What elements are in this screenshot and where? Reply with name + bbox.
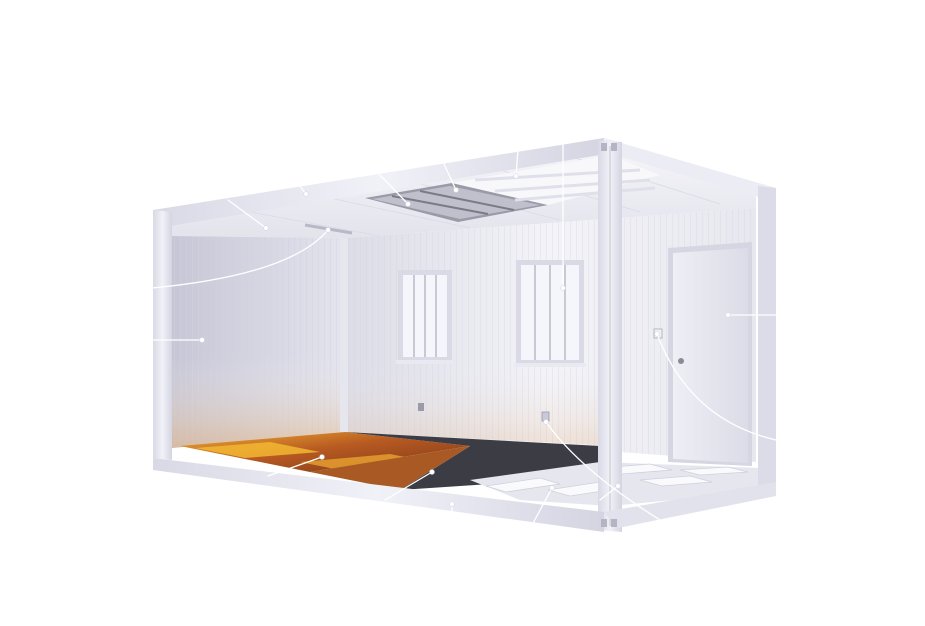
leader-roof-insulation: [379, 174, 409, 205]
callout-dot-floor-base-board: [615, 483, 621, 489]
top-frame-end-rail: [604, 138, 776, 202]
callout-dot-corner-post: [325, 227, 331, 233]
leader-roof-beam: [443, 163, 457, 191]
callout-group: [151, 139, 777, 526]
callout-dot-roof-purlin: [513, 173, 519, 179]
callout-dot-ceiling-light: [263, 225, 269, 231]
corner-castings: [601, 143, 617, 527]
leader-roof-purlin: [515, 149, 519, 177]
leader-corner-post: [151, 229, 329, 289]
corner-post-left: [153, 210, 172, 460]
callout-dot-door: [725, 312, 731, 318]
callout-dot-vinyl-floor: [429, 469, 435, 475]
leader-ceiling-light: [227, 199, 267, 229]
leader-floor-base-board: [599, 485, 619, 501]
leader-wood-floor: [267, 456, 323, 477]
bottom-frame-end-rail: [604, 482, 776, 528]
door: [653, 242, 752, 466]
callout-dot-floor-joist: [549, 485, 555, 491]
bottom-frame-side-rail: [153, 458, 604, 532]
callout-dot-roof-beam: [453, 187, 459, 193]
wood-floor: [180, 432, 470, 472]
callout-dot-bottom-frame: [449, 501, 455, 507]
inner-corner-column: [340, 238, 348, 432]
window-left: [396, 270, 454, 364]
callout-dot-wood-floor: [319, 454, 325, 460]
door-handle-icon: [678, 358, 684, 364]
callout-dot-door-lock: [654, 331, 660, 337]
callout-dot-window: [560, 285, 566, 291]
callout-dot-side-wall-panel: [199, 337, 205, 343]
leader-power-socket: [545, 421, 661, 521]
leader-door-lock: [656, 333, 777, 441]
top-frame-side-rail: [153, 138, 606, 226]
callout-dot-top-frame: [303, 191, 309, 197]
window-right: [514, 260, 586, 367]
callout-dot-roof-insulation: [405, 201, 411, 207]
leader-vinyl-floor: [384, 471, 433, 501]
leader-floor-joist: [531, 487, 553, 526]
socket-left: [418, 403, 424, 411]
corner-post-back-right: [758, 186, 776, 494]
callout-dot-power-socket: [543, 419, 549, 425]
